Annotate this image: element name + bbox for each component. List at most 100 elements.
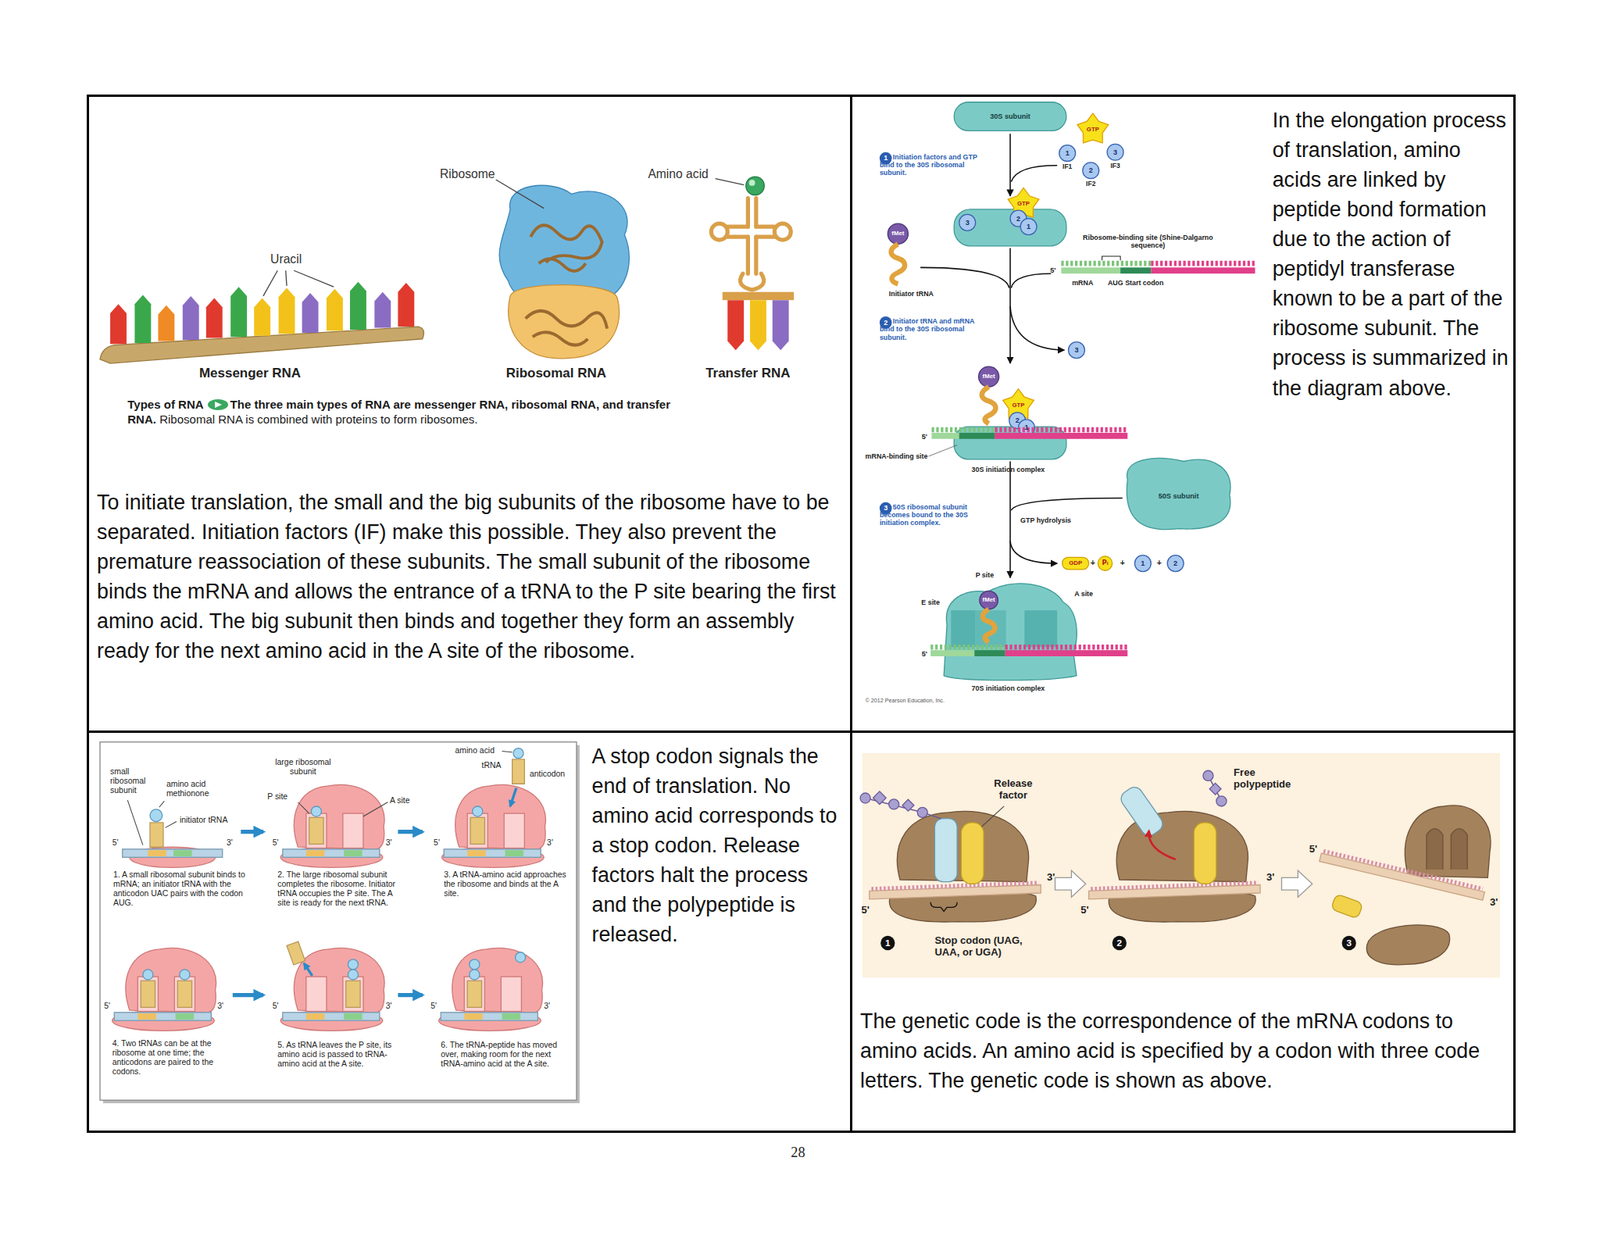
initiation-figure: [879, 102, 1256, 681]
step-note: Initiation factors and GTP bind to the 3…: [879, 153, 986, 178]
initiation-figure: [1126, 458, 1231, 530]
factor-name: IF3: [1110, 162, 1120, 171]
part-label: Amino acid: [647, 167, 708, 182]
rna-types-figure: [374, 292, 391, 329]
termination-figure: [860, 792, 871, 804]
caption-text: Ribosomal RNA is combined with proteins …: [159, 412, 478, 426]
initiation-figure: [1097, 556, 1112, 571]
molecule-label: GTP: [1017, 200, 1030, 208]
rna-types-figure: [749, 179, 756, 186]
part-label: Free polypeptide: [1233, 766, 1311, 790]
translation-steps-figure: [100, 742, 580, 1104]
translation-steps-figure: [469, 969, 480, 980]
strand-end: 5': [921, 432, 928, 442]
amino-acid-label: fMet: [891, 230, 904, 238]
translation-steps-figure: [502, 750, 513, 752]
initiation-figure: [1120, 267, 1151, 274]
termination-figure: [981, 806, 1004, 827]
strand-end: 5': [1050, 266, 1056, 275]
part-label: 30S subunit: [989, 112, 1031, 122]
translation-steps-figure: [179, 969, 190, 980]
strand-end: 3': [543, 1001, 550, 1011]
initiation-figure: [994, 432, 1128, 440]
translation-steps-figure: [150, 809, 163, 822]
termination-figure: [930, 902, 958, 912]
initiation-figure: [1010, 498, 1122, 511]
initiation-figure: [959, 214, 976, 231]
initiation-figure: [974, 650, 1005, 657]
rna-types-figure: [157, 305, 175, 342]
factor-number: 3: [1113, 147, 1118, 157]
initiation-figure: [979, 590, 999, 610]
step-caption: 6. The tRNA-peptide has moved over, maki…: [440, 1040, 568, 1069]
rna-types-figure: [525, 310, 608, 346]
initiation-figure: [943, 583, 1077, 681]
translation-steps-figure: [140, 980, 155, 1008]
rna-types-figure: [350, 282, 367, 330]
strand-end: 3': [385, 838, 393, 848]
factor-name: IF1: [1062, 163, 1072, 172]
copyright-note: © 2012 Pearson Education, Inc.: [865, 697, 945, 704]
strand-end: 5': [1080, 904, 1089, 917]
part-label: amino acid methionone: [166, 779, 223, 799]
initiation-figure: [931, 427, 995, 433]
factor-number: 2: [1016, 214, 1021, 223]
initiation-figure: [950, 610, 975, 647]
molecule-label: GDP: [1068, 559, 1083, 567]
amino-acid-label: fMet: [982, 596, 996, 604]
translation-steps-figure: [286, 941, 306, 965]
rna-types-figure: [508, 285, 620, 359]
rna-types-figure: [253, 298, 271, 336]
initiation-figure: [931, 432, 959, 440]
strand-end: 3': [546, 838, 554, 848]
translation-steps-figure: [442, 784, 547, 868]
strand-end: 5': [860, 904, 869, 917]
factor-number: 1: [1026, 222, 1031, 232]
figure-title: Messenger RNA: [199, 365, 301, 382]
translation-steps-figure: [112, 947, 217, 1031]
termination-figure: [1323, 850, 1483, 889]
strand-end: 5': [1309, 842, 1318, 855]
initiation-figure: [1150, 267, 1255, 274]
initiation-figure: [953, 209, 1067, 247]
initiation-figure: [978, 366, 1000, 387]
rna-types-figure: [727, 226, 775, 237]
part-label: large ribosomal subunit: [267, 757, 339, 777]
rna-types-figure: [750, 300, 767, 350]
translation-steps-figure: [513, 748, 524, 759]
page-number: 28: [790, 1144, 805, 1161]
molecule-label: GTP: [1086, 125, 1100, 133]
operator-sign: +: [1157, 558, 1162, 568]
termination-figure: [1426, 828, 1468, 870]
rna-types-figure: [263, 270, 334, 297]
termination-figure: [860, 753, 1500, 978]
figure-title: Ribosomal RNA: [506, 365, 607, 382]
molecule-label: GTP: [1011, 401, 1025, 409]
translation-steps-figure: [515, 952, 526, 963]
factor-number: 1: [1140, 559, 1145, 568]
factor-number: 2: [1173, 559, 1178, 568]
termination-figure: [1117, 784, 1166, 840]
initiation-figure: [1134, 555, 1151, 572]
termination-figure: [902, 799, 915, 811]
rna-types-figure: [740, 273, 765, 290]
part-label: Ribosome-binding site (Shine-Dalgarno se…: [1078, 233, 1217, 250]
caption-icon: [207, 399, 229, 411]
initiation-figure: [1005, 650, 1129, 657]
part-label: tRNA: [481, 760, 501, 771]
site-label: E site: [921, 598, 940, 607]
initiation-figure: [1010, 540, 1058, 564]
initiation-figure: [1062, 557, 1090, 570]
translation-steps-figure: [472, 806, 483, 817]
termination-figure: [1216, 796, 1227, 807]
translation-steps-figure: [297, 802, 388, 817]
rna-types-figure: [772, 300, 790, 350]
translation-steps-figure: [397, 829, 422, 834]
initiation-figure: [930, 650, 975, 657]
translation-steps-figure: [467, 980, 482, 1008]
translation-steps-figure: [469, 959, 480, 970]
strand-end: 3': [1046, 871, 1055, 884]
rna-types-figure: [727, 300, 744, 350]
termination-figure: [869, 810, 1041, 922]
amino-acid-label: fMet: [982, 372, 996, 380]
